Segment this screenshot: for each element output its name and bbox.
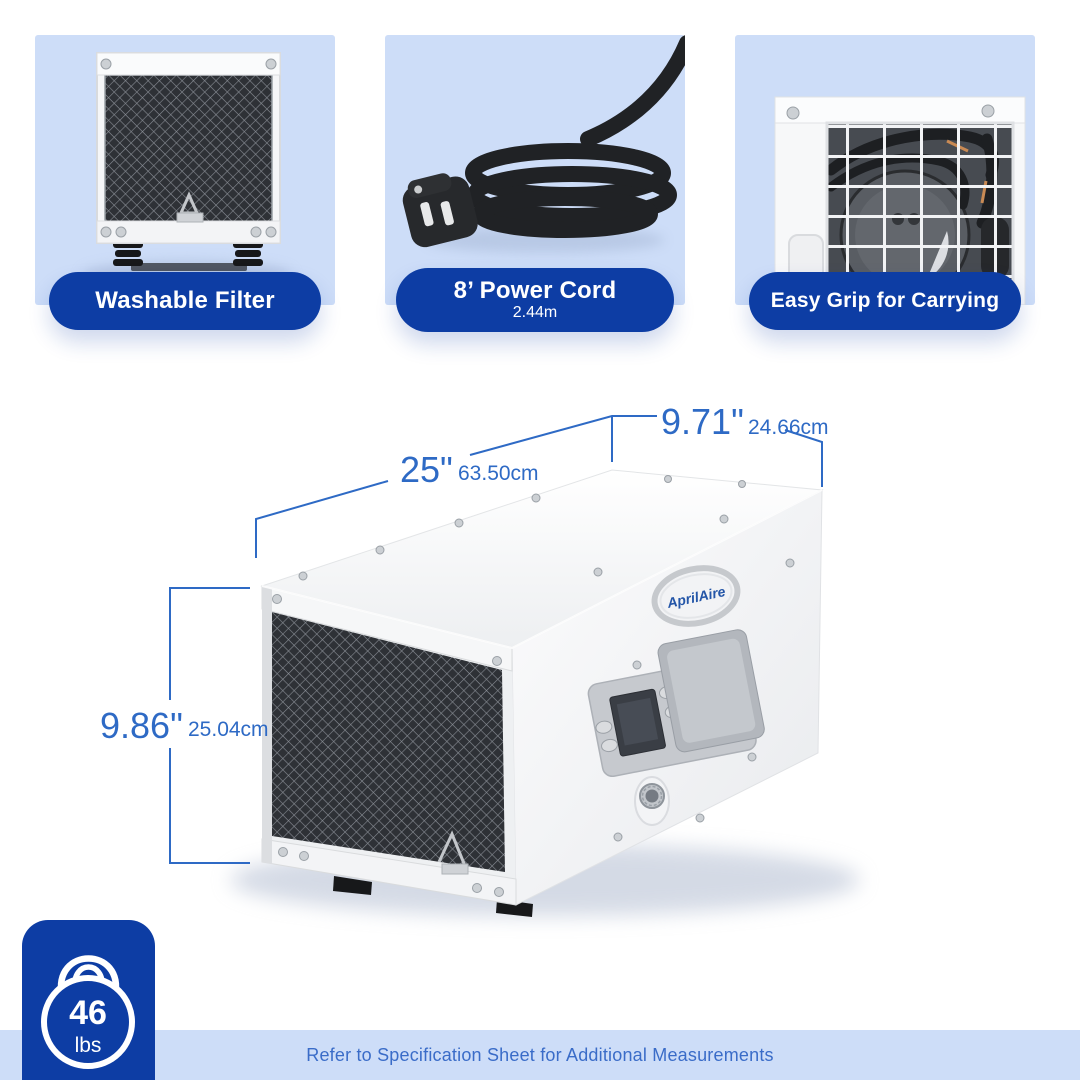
feature-pill-easy-grip: Easy Grip for Carrying — [749, 272, 1021, 330]
feature-pill-washable-filter: Washable Filter — [49, 272, 321, 330]
dimension-lines — [169, 415, 823, 864]
footer-strip: Refer to Specification Sheet for Additio… — [0, 1030, 1080, 1080]
feature-label: Washable Filter — [95, 287, 275, 315]
washable-filter-photo — [82, 52, 292, 289]
feature-pill-power-cord: 8’ Power Cord 2.44m — [396, 268, 674, 332]
front-filter-mesh — [272, 612, 505, 872]
length-dimension-label: 25" — [400, 449, 453, 490]
depth-tick-right — [784, 429, 823, 487]
dehumidifier-unit: AprilAire — [260, 469, 824, 906]
height-dimension-metric: 25.04cm — [188, 718, 269, 741]
power-cord-photo — [402, 35, 685, 253]
brand-badge: AprilAire — [651, 565, 741, 627]
feature-sublabel: 2.44m — [512, 304, 558, 322]
plug-head — [402, 173, 478, 248]
filter-pull-tab — [437, 830, 467, 867]
kettlebell-icon: 46 lbs — [41, 955, 135, 1069]
weight-badge: 46 lbs — [22, 920, 155, 1080]
feature-label: Easy Grip for Carrying — [770, 288, 1000, 312]
height-dimension-line-bottom — [169, 748, 250, 864]
feature-label: 8’ Power Cord — [453, 277, 617, 305]
panel-cover-flap — [657, 629, 765, 753]
footer-note: Refer to Specification Sheet for Additio… — [306, 1044, 774, 1065]
length-dimension-line — [255, 480, 389, 558]
feature-card-washable-filter: Washable Filter — [35, 35, 335, 330]
drain-fitting — [634, 776, 670, 826]
length-dimension-metric: 63.50cm — [458, 462, 539, 485]
cabinet-screws — [272, 475, 795, 897]
panel-button — [601, 738, 618, 753]
weight-unit: lbs — [75, 1034, 102, 1057]
panel-button — [595, 720, 613, 734]
cord-coil — [465, 35, 685, 238]
depth-dimension-metric: 24.66cm — [748, 416, 829, 439]
height-dimension-line-top — [169, 587, 250, 700]
feature-card-easy-grip: Easy Grip for Carrying — [735, 35, 1035, 330]
height-dimension-label: 9.86" — [100, 705, 183, 746]
weight-value: 46 — [69, 994, 107, 1032]
rear-grille-photo — [774, 96, 1026, 305]
filter-pull-tab — [176, 191, 204, 223]
product-dimension-diagram: AprilAire — [100, 401, 860, 917]
feature-card-power-cord: 8’ Power Cord 2.44m — [385, 35, 685, 332]
filter-screws — [100, 58, 277, 238]
depth-dimension-label: 9.71" — [661, 401, 744, 442]
filter-feet — [113, 241, 263, 271]
length-depth-connector-line — [469, 415, 657, 456]
